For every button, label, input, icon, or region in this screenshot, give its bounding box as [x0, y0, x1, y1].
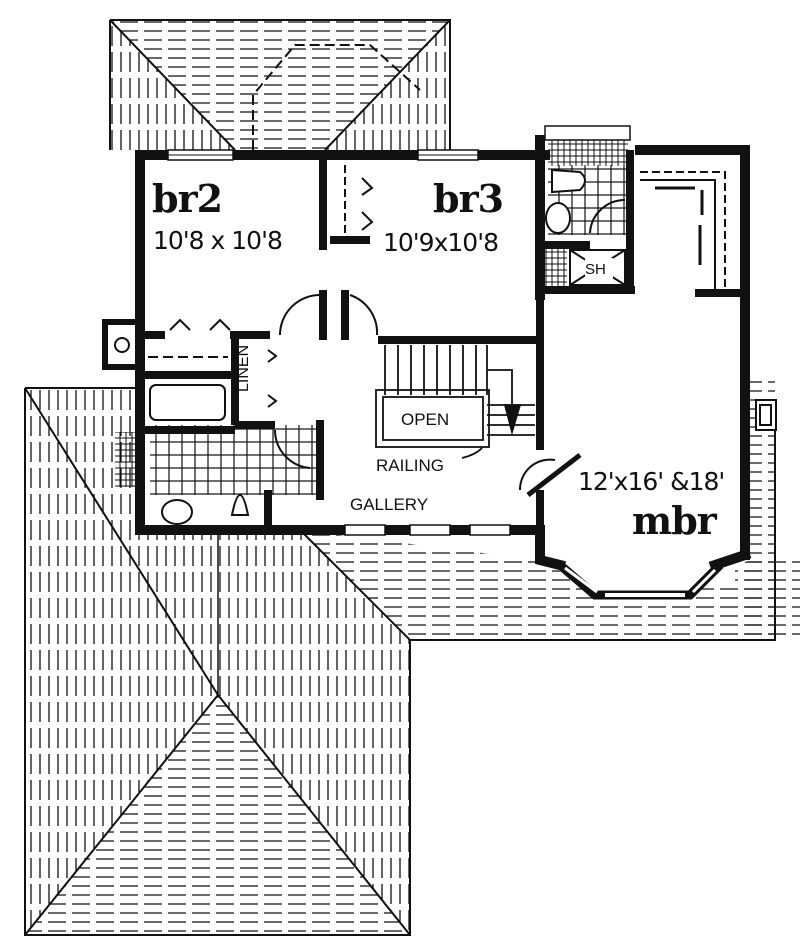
bath-sink: [161, 499, 193, 525]
room-name-mbr: mbr: [632, 498, 717, 543]
room-size-br3: 10'9x10'8: [383, 228, 499, 257]
stairs: [375, 345, 535, 459]
windows: [167, 125, 777, 536]
bay-window: [557, 561, 724, 600]
bathtub: [149, 384, 226, 421]
top-roof: [109, 19, 451, 151]
bottom-left-roof: [24, 380, 800, 936]
bath-window-tiles: [115, 432, 137, 487]
room-size-mbr: 12'x16' &18': [578, 467, 725, 496]
shower-label: SH: [585, 261, 606, 278]
toilet: [230, 494, 250, 516]
master-toilet: [551, 168, 586, 194]
mbr-closet: [640, 171, 726, 290]
gallery-label: GALLERY: [350, 495, 429, 514]
doors: [148, 165, 626, 497]
railing-label: RAILING: [376, 456, 445, 475]
room-name-br2: br2: [152, 176, 223, 221]
linen-label: LINEN: [235, 344, 252, 392]
room-size-br2: 10'8 x 10'8: [153, 226, 283, 255]
room-name-br3: br3: [433, 176, 504, 221]
master-sink: [545, 202, 571, 234]
interior-walls: [140, 150, 745, 530]
fixtures: [102, 168, 626, 525]
bath-tile-floor: [150, 425, 320, 495]
open-label: OPEN: [401, 410, 450, 429]
